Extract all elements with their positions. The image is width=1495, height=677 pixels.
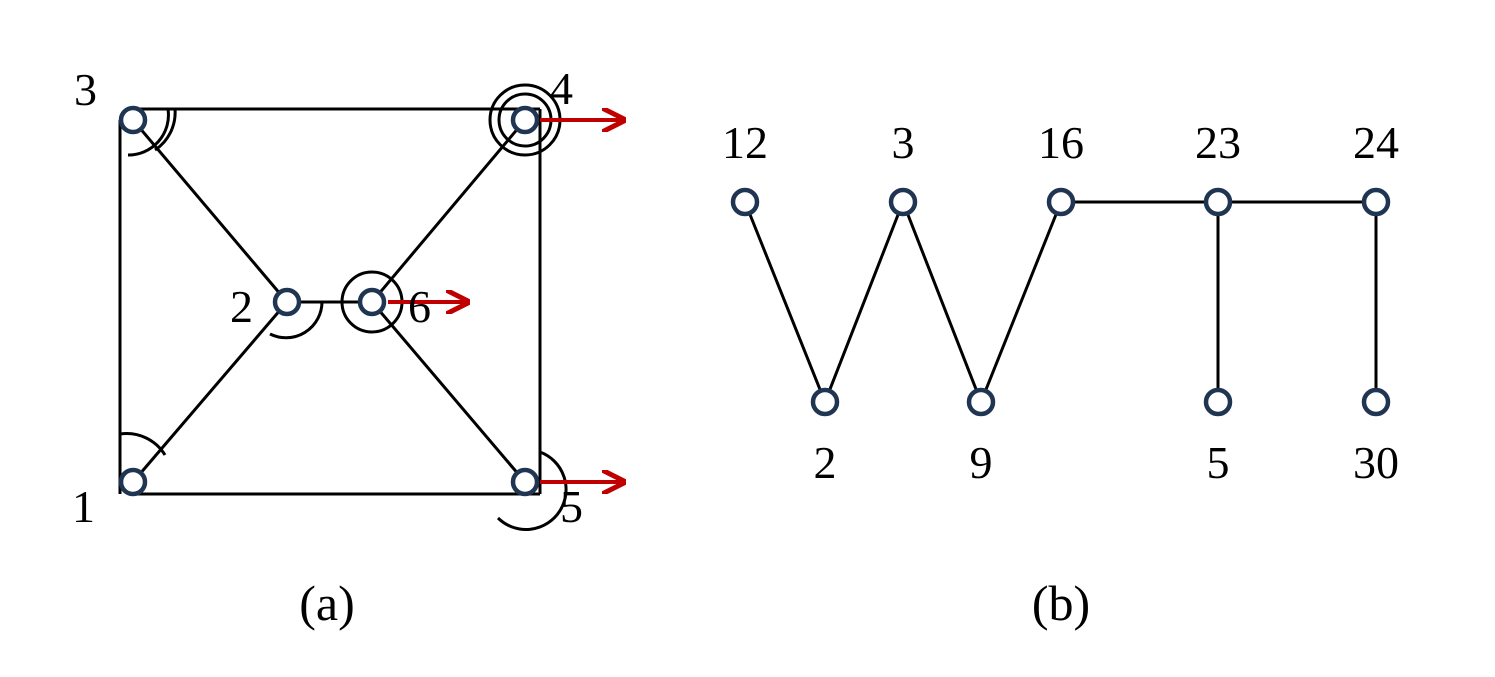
node-label-a-4: 4 (550, 63, 573, 114)
node-b-3 (888, 187, 918, 217)
node-b-9 (966, 387, 996, 417)
joint-arc-5 (496, 450, 568, 531)
joint-arc-3 (127, 108, 170, 157)
node-label-a-5: 5 (560, 481, 583, 532)
node-a-5 (510, 467, 540, 497)
node-b-16 (1046, 187, 1076, 217)
edge-6-4 (370, 119, 527, 303)
edge-6-5 (370, 301, 527, 483)
node-b-23 (1203, 187, 1233, 217)
node-label-a-1: 1 (72, 481, 95, 532)
edge-3-9 (901, 201, 983, 403)
diagram-a: 3 4 2 6 1 5 (a) (72, 63, 622, 631)
node-b-12 (730, 187, 760, 217)
node-label-b-23: 23 (1195, 117, 1241, 168)
node-a-1 (118, 467, 148, 497)
node-label-b-2: 2 (814, 437, 837, 488)
caption-a: (a) (299, 575, 355, 631)
node-b-2 (810, 387, 840, 417)
node-label-b-16: 16 (1038, 117, 1084, 168)
node-label-a-6: 6 (408, 281, 431, 332)
node-a-2 (272, 287, 302, 317)
edge-12-2 (743, 201, 827, 403)
node-label-b-24: 24 (1353, 117, 1399, 168)
node-label-a-2: 2 (230, 281, 253, 332)
edge-1-2 (131, 301, 289, 483)
edge-9-16 (979, 201, 1063, 403)
node-label-b-9: 9 (970, 437, 993, 488)
diagram-b: 12 3 16 23 24 2 9 5 30 (b) (722, 117, 1399, 631)
joint-arc-2 (269, 301, 324, 340)
node-label-b-12: 12 (722, 117, 768, 168)
node-label-a-3: 3 (74, 64, 97, 115)
joint-arc-3-b (154, 108, 177, 152)
node-b-24 (1361, 187, 1391, 217)
node-b-30 (1361, 387, 1391, 417)
joint-arc-1 (119, 432, 167, 456)
node-label-b-3: 3 (892, 117, 915, 168)
caption-b: (b) (1032, 575, 1090, 631)
node-b-5 (1203, 387, 1233, 417)
node-label-b-5: 5 (1207, 437, 1230, 488)
edge-3-2 (131, 119, 289, 303)
node-label-b-30: 30 (1353, 437, 1399, 488)
node-a-6 (357, 287, 387, 317)
node-a-4 (510, 105, 540, 135)
edge-2-3 (823, 201, 905, 403)
node-a-3 (118, 105, 148, 135)
